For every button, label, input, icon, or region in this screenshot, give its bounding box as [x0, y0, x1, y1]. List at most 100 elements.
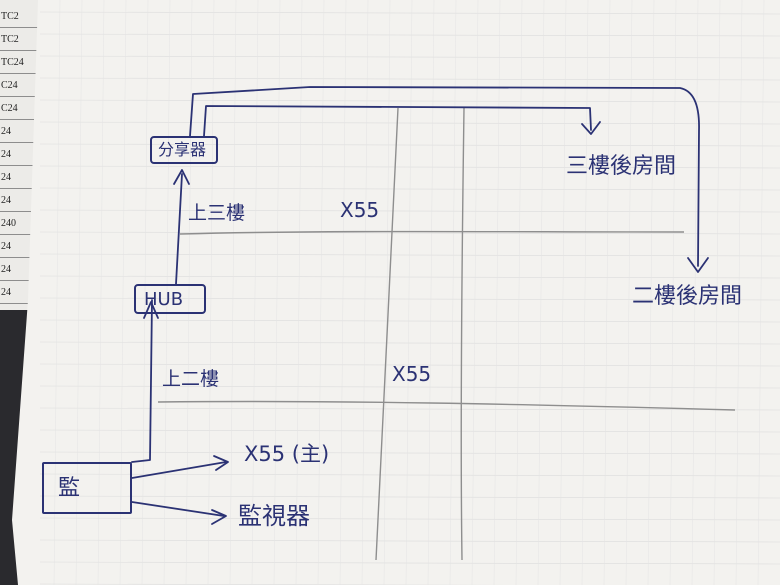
spreadsheet-row: 24 — [0, 259, 40, 281]
grid-line — [735, 0, 743, 585]
grid-line — [141, 0, 149, 585]
spreadsheet-row: 24 — [0, 144, 40, 166]
grid-line — [163, 0, 171, 585]
arrow-to-x55-main — [213, 455, 229, 471]
main-device-label: 監 — [58, 476, 81, 501]
grid-line — [339, 0, 347, 585]
grid-line — [427, 0, 435, 585]
grid-line — [39, 363, 780, 367]
grid-line — [603, 0, 611, 585]
grid-line — [493, 0, 501, 585]
grid-line — [273, 0, 281, 585]
grid-line — [39, 77, 780, 81]
arrow-to-monitor — [211, 509, 227, 525]
hub-box: HUB — [134, 284, 206, 314]
cable-to-monitor — [131, 501, 225, 517]
grid-line — [185, 0, 193, 585]
grid-line — [515, 0, 523, 585]
x55-main-label: X55 (主) — [244, 442, 330, 466]
grid-line — [39, 165, 780, 169]
grid-line — [39, 33, 780, 37]
spreadsheet-row: 24 — [0, 121, 40, 143]
floor2-label: 上二樓 — [162, 368, 220, 390]
paper-grid — [39, 0, 780, 585]
grid-line — [295, 0, 303, 585]
grid-line — [39, 561, 780, 565]
grid-line — [559, 0, 567, 585]
grid-line — [39, 55, 780, 59]
grid-line — [39, 121, 780, 125]
cable-splitter-to-third-floor — [203, 105, 592, 137]
grid-line — [757, 0, 765, 585]
cable-hub-to-splitter — [175, 173, 183, 285]
grid-line — [647, 0, 655, 585]
grid-line — [691, 0, 699, 585]
arrow-to-second-floor-room — [687, 257, 709, 273]
grid-line — [39, 539, 780, 543]
arrow-to-third-floor-room — [581, 121, 601, 135]
grid-line — [625, 0, 633, 585]
grid-line — [39, 99, 780, 103]
grid-line — [317, 0, 325, 585]
spreadsheet-row: C24 — [0, 75, 40, 97]
cable-to-hub — [131, 299, 153, 463]
grid-line — [405, 0, 413, 585]
second-floor-room-label: 二樓後房間 — [632, 284, 743, 309]
grid-line — [39, 473, 780, 477]
grid-line — [39, 385, 780, 389]
grid-line — [39, 517, 780, 521]
grid-line — [581, 0, 589, 585]
grid-line — [97, 0, 105, 585]
spreadsheet-row: C24 — [0, 98, 40, 120]
grid-line — [383, 0, 391, 585]
monitor-label: 監視器 — [238, 502, 310, 530]
grid-line — [39, 275, 780, 279]
grid-line — [229, 0, 237, 585]
grid-line — [669, 0, 677, 585]
main-device-box: 監 — [42, 462, 132, 514]
spreadsheet-row: TC2 — [0, 29, 40, 51]
spreadsheet-row: 24 — [0, 236, 40, 258]
spreadsheet-row: 24 — [0, 282, 40, 304]
grid-line — [39, 407, 780, 411]
wall-vertical-left — [375, 107, 399, 561]
grid-line — [713, 0, 721, 585]
grid-line — [39, 429, 780, 433]
grid-line — [39, 143, 780, 147]
hub-label: HUB — [144, 289, 184, 310]
cable-to-x55-main — [131, 461, 227, 479]
grid-line — [361, 0, 369, 585]
x55-mid-label: X55 — [392, 362, 432, 386]
grid-line — [251, 0, 259, 585]
grid-line — [75, 0, 83, 585]
grid-line — [39, 319, 780, 323]
wall-vertical-right — [460, 107, 465, 561]
cable-splitter-to-second-floor — [189, 86, 700, 267]
spreadsheet-row: TC24 — [0, 52, 40, 74]
splitter-label: 分享器 — [158, 140, 207, 159]
wall-line-lower — [157, 400, 736, 411]
floor3-label: 上三樓 — [188, 202, 246, 224]
grid-line — [471, 0, 479, 585]
grid-line — [39, 231, 780, 235]
grid-line — [39, 341, 780, 345]
grid-line — [39, 495, 780, 499]
wall-line-upper — [179, 230, 685, 235]
arrow-to-splitter — [173, 169, 190, 185]
grid-line — [39, 451, 780, 455]
grid-line — [537, 0, 545, 585]
spreadsheet-row: 24 — [0, 167, 40, 189]
grid-line — [39, 583, 780, 585]
spreadsheet-row: TC2 — [0, 6, 40, 28]
splitter-box: 分享器 — [150, 136, 218, 164]
third-floor-room-label: 三樓後房間 — [566, 154, 677, 179]
grid-line — [39, 297, 780, 301]
grid-line — [39, 253, 780, 257]
grid-line — [207, 0, 215, 585]
spreadsheet-row: 24 — [0, 190, 40, 212]
grid-line — [119, 0, 127, 585]
x55-upper-label: X55 — [340, 198, 380, 222]
spreadsheet-row: 240 — [0, 213, 40, 235]
